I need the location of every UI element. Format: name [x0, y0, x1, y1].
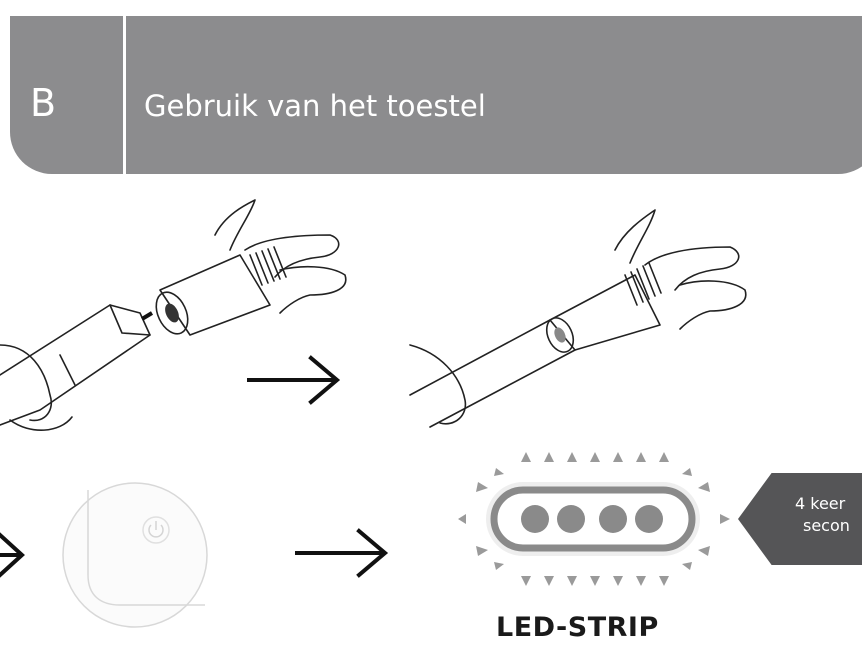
device-power-button-illustration	[62, 482, 208, 628]
arrow-right-icon	[0, 532, 25, 578]
arrow-right-icon	[295, 528, 389, 578]
blink-callout-line2: secon	[803, 516, 850, 535]
section-letter: B	[30, 81, 57, 125]
attach-cap-illustration	[0, 199, 347, 431]
cap-attached-illustration	[409, 209, 747, 428]
power-icon	[142, 516, 170, 544]
section-header	[10, 16, 862, 174]
blink-callout-text: 4 keer secon	[795, 493, 862, 537]
led-strip-illustration	[458, 452, 730, 586]
led-rays	[458, 452, 730, 586]
header-divider	[123, 16, 126, 174]
section-title: Gebruik van het toestel	[144, 89, 486, 123]
arrow-right-icon	[247, 355, 341, 405]
blink-callout-line1: 4 keer	[795, 494, 846, 513]
led-dots	[521, 505, 663, 533]
led-strip-label: LED-STRIP	[496, 612, 659, 643]
